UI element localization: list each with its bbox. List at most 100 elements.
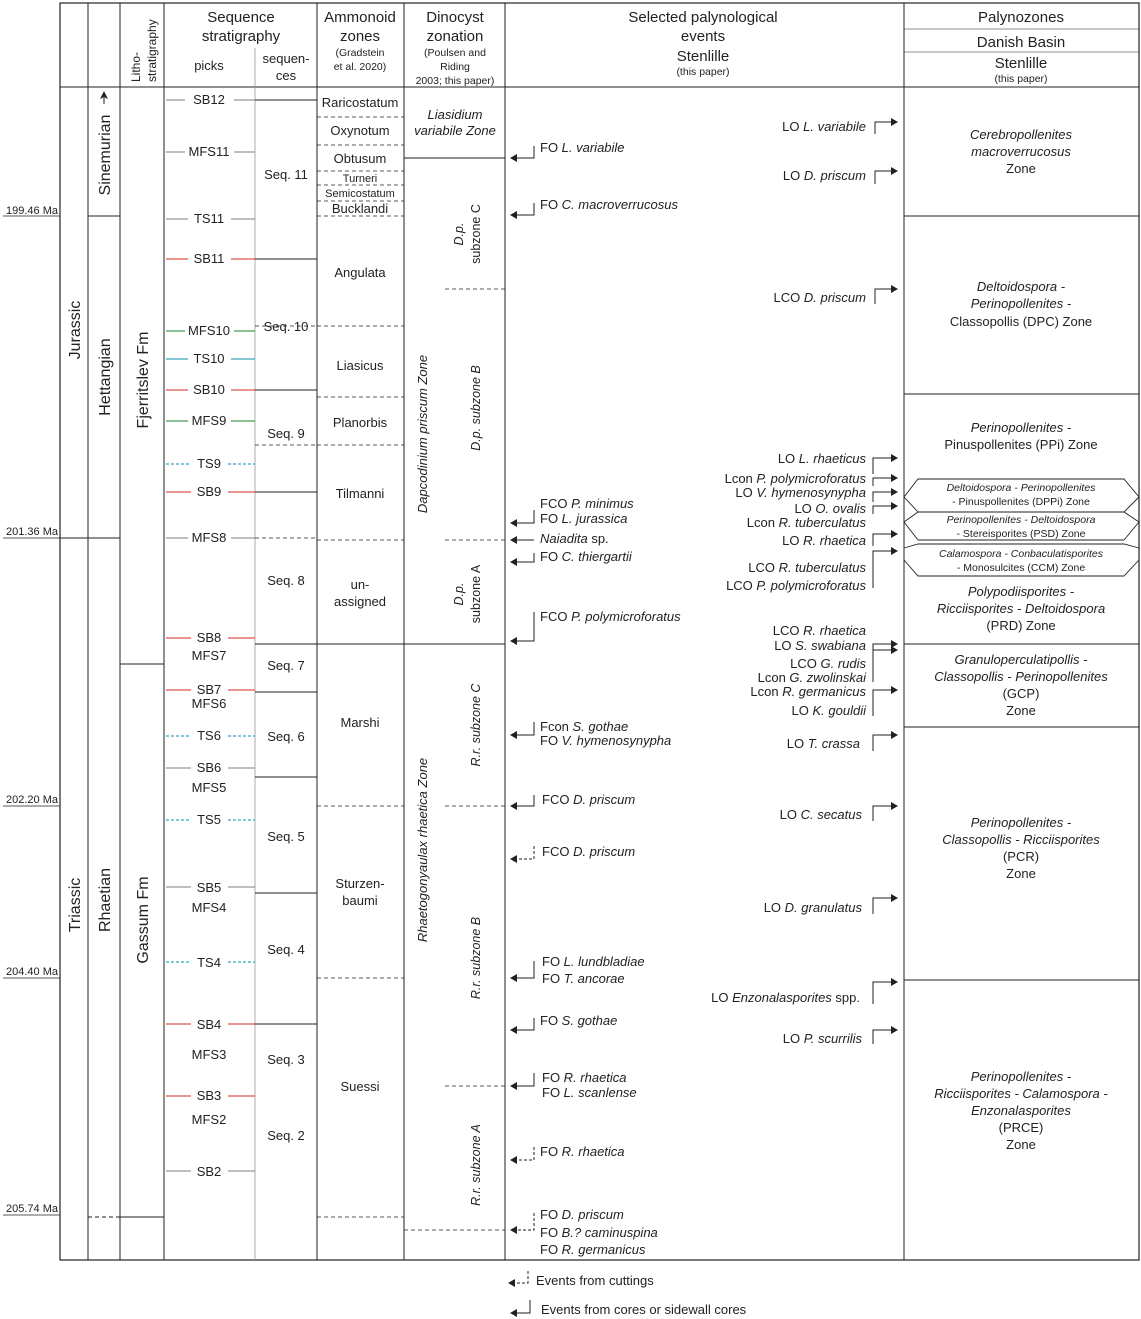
ammonoid-zone: Semicostatum	[325, 188, 395, 200]
lo-event: LCO D. priscum	[774, 290, 867, 305]
pick-label: MFS9	[192, 413, 227, 428]
fo-event: FO R. rhaetica	[540, 1144, 625, 1159]
dinocyst-subzone: D.p.	[452, 223, 466, 246]
palynozone-label: - Stereisporites (PSD) Zone	[957, 528, 1086, 540]
pick-label: TS6	[197, 728, 221, 743]
dinocyst-zone-liasidium: Liasidium	[428, 107, 483, 122]
palynozone-label: macroverrucosus	[971, 144, 1071, 159]
arrow-right-icon	[872, 505, 893, 514]
palynozone-label: Zone	[1006, 161, 1036, 176]
system-triassic: Triassic	[67, 878, 84, 933]
header-events-2: events	[681, 28, 725, 45]
fo-event: FO C. macroverrucosus	[540, 197, 678, 212]
sequence-label: Seq. 5	[267, 829, 305, 844]
pick-label: MFS10	[188, 323, 230, 338]
palynozone-label: Deltoidospora -	[977, 279, 1066, 294]
palynozone-label: Enzonalasporites	[971, 1103, 1071, 1118]
fo-event: FO B.? caminuspina	[540, 1225, 658, 1240]
stage-rhaetian: Rhaetian	[97, 868, 114, 932]
dinocyst-subzone: subzone A	[469, 564, 483, 623]
palynozone-label: Deltoidospora - Perinopollenites	[947, 482, 1097, 494]
header-ammonoid-1: Ammonoid	[324, 9, 396, 26]
palynozone-label: Zone	[1006, 703, 1036, 718]
lo-event: LO K. gouldii	[792, 703, 868, 718]
fo-event: Fcon S. gothae	[540, 719, 628, 734]
lo-event: LO L. rhaeticus	[778, 451, 867, 466]
fo-event: FO R. rhaetica	[542, 1070, 627, 1085]
lo-event: LO V. hymenosynypha	[735, 485, 866, 500]
dinocyst-zone-rhaetogonyaulax: Rhaetogonyaulax rhaetica Zone	[415, 758, 430, 942]
lo-event: LO P. scurrilis	[783, 1031, 863, 1046]
lo-event: LO C. secatus	[780, 807, 863, 822]
stage-sinemurian: Sinemurian	[97, 115, 114, 196]
pick-label: MFS4	[192, 900, 227, 915]
ammonoid-zone: baumi	[342, 893, 378, 908]
arrow-right-icon	[872, 689, 893, 716]
fo-event: FO D. priscum	[540, 1207, 624, 1222]
palynozone-label: Classopollis (DPC) Zone	[950, 314, 1092, 329]
palynozone-label: - Pinuspollenites (DPPi) Zone	[952, 496, 1090, 508]
sequence-label: Seq. 9	[267, 426, 305, 441]
sequence-label: Seq. 3	[267, 1052, 305, 1067]
header-dinocyst-4: Riding	[440, 61, 470, 73]
fo-event: Naiadita sp.	[540, 531, 609, 546]
arrow-left-icon	[514, 722, 535, 736]
header-palynozones: Palynozones	[978, 9, 1064, 26]
arrow-left-icon	[514, 795, 535, 807]
pick-label: MFS6	[192, 696, 227, 711]
pick-label: TS5	[197, 812, 221, 827]
lo-event: LO T. crassa	[787, 736, 860, 751]
arrow-right-icon	[872, 643, 893, 654]
system-jurassic: Jurassic	[67, 301, 84, 360]
header-events-4: (this paper)	[676, 66, 729, 78]
lo-event: LO O. ovalis	[794, 501, 866, 516]
pick-label: SB6	[197, 760, 222, 775]
legend: Events from cuttings Events from cores o…	[508, 1271, 747, 1317]
palynozone-label: Perinopollenites -	[971, 420, 1072, 435]
legend-cuttings: Events from cuttings	[536, 1273, 654, 1288]
header-sequence-2: stratigraphy	[202, 28, 281, 45]
lo-event: LO D. granulatus	[764, 900, 863, 915]
ammonoid-zone: Oxynotum	[330, 123, 389, 138]
sequence-label: Seq. 4	[267, 942, 305, 957]
pick-label: MFS2	[192, 1112, 227, 1127]
header-ammonoid-4: et al. 2020)	[334, 61, 387, 73]
arrow-left-icon	[514, 846, 535, 860]
header-sequence-1: Sequence	[207, 9, 275, 26]
palynozone-label: Perinopollenites - Deltoidospora	[947, 514, 1096, 526]
age-label: 205.74 Ma	[6, 1203, 59, 1215]
header-events-3: Stenlille	[677, 48, 730, 65]
lo-event: LO L. variabile	[782, 119, 866, 134]
ammonoid-zones: Raricostatum Oxynotum Obtusum Turneri Se…	[317, 95, 505, 1218]
palynozone-label: - Monosulcites (CCM) Zone	[957, 562, 1086, 574]
header-stenlille: Stenlille	[995, 55, 1048, 72]
lo-event: Lcon G. zwolinskai	[758, 670, 868, 685]
arrow-left-icon	[514, 1147, 535, 1161]
arrow-right-icon	[872, 457, 893, 474]
sequence-label: Seq. 10	[264, 319, 309, 334]
arrow-right-icon	[874, 170, 893, 184]
fo-event: FO S. gothae	[540, 1013, 617, 1028]
dinocyst-zone-dapcodinium: Dapcodinium priscum Zone	[415, 355, 430, 513]
pick-label: MFS5	[192, 780, 227, 795]
palynozone-label: Zone	[1006, 1137, 1036, 1152]
palynozones: Cerebropollenites macroverrucosus Zone D…	[903, 127, 1140, 1152]
fo-event: FO L. jurassica	[540, 511, 627, 526]
ammonoid-zone: Planorbis	[333, 415, 388, 430]
chronostratigraphy: Jurassic Triassic Sinemurian Hettangian …	[60, 91, 164, 1218]
arrow-right-icon	[874, 288, 893, 304]
header-dinocyst-2: zonation	[427, 28, 484, 45]
pick-label: MFS8	[192, 530, 227, 545]
palynozone-label: Classopollis - Ricciisporites	[942, 832, 1100, 847]
sequence-label: Seq. 7	[267, 658, 305, 673]
lo-event: LCO G. rudis	[790, 656, 866, 671]
dinocyst-subzone: D.p. subzone B	[469, 365, 483, 450]
dinocyst-subzone: R.r. subzone C	[469, 683, 483, 767]
ammonoid-zone: Suessi	[340, 1079, 379, 1094]
arrow-right-icon	[872, 533, 893, 546]
ammonoid-zone: Sturzen-	[335, 876, 384, 891]
sequence-label: Seq. 6	[267, 729, 305, 744]
arrow-left-icon	[514, 146, 535, 159]
arrow-left-icon	[514, 1073, 535, 1087]
